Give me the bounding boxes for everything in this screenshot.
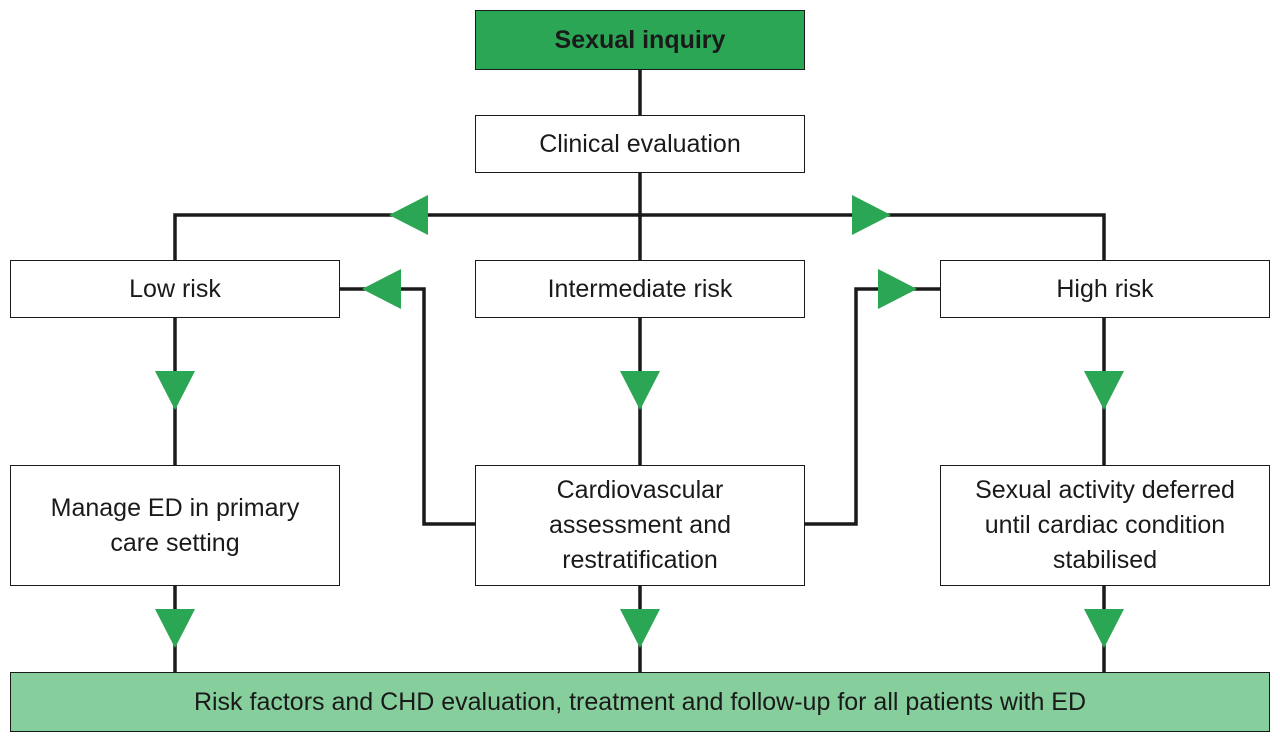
arrow-down-icon — [1084, 371, 1124, 410]
connector-branch-low — [173, 213, 640, 260]
evaluation-node: Clinical evaluation — [475, 115, 805, 173]
high-risk-action-node: Sexual activity deferred until cardiac c… — [940, 465, 1270, 586]
arrow-right-icon — [852, 195, 891, 235]
high-risk-label: High risk — [1056, 274, 1154, 303]
intermediate-risk-action-node: Cardiovascular assessment and restratifi… — [475, 465, 805, 586]
arrow-left-icon — [362, 269, 401, 309]
intermediate-risk-action-label: Cardiovascular assessment and restratifi… — [548, 476, 732, 574]
connector-restratify-to-low — [340, 287, 475, 526]
start-node-label: Sexual inquiry — [554, 25, 726, 54]
outcome-node-label: Risk factors and CHD evaluation, treatme… — [193, 687, 1087, 716]
intermediate-risk-label: Intermediate risk — [547, 274, 733, 303]
arrow-down-icon — [620, 609, 660, 648]
arrow-down-icon — [1084, 609, 1124, 648]
evaluation-node-label: Clinical evaluation — [539, 129, 741, 158]
arrow-down-icon — [155, 371, 195, 410]
low-risk-node: Low risk — [10, 260, 340, 318]
arrow-left-icon — [389, 195, 428, 235]
arrow-down-icon — [155, 609, 195, 648]
outcome-node: Risk factors and CHD evaluation, treatme… — [10, 672, 1270, 732]
high-risk-node: High risk — [940, 260, 1270, 318]
connector-restratify-to-high — [804, 287, 940, 526]
high-risk-action-label: Sexual activity deferred until cardiac c… — [975, 476, 1235, 574]
arrow-down-icon — [620, 371, 660, 410]
intermediate-risk-node: Intermediate risk — [475, 260, 805, 318]
arrow-right-icon — [878, 269, 917, 309]
connector-branch-high — [640, 213, 1106, 260]
low-risk-action-label: Manage ED in primary care setting — [50, 493, 300, 557]
low-risk-label: Low risk — [129, 274, 221, 303]
low-risk-action-node: Manage ED in primary care setting — [10, 465, 340, 586]
start-node: Sexual inquiry — [475, 10, 805, 70]
